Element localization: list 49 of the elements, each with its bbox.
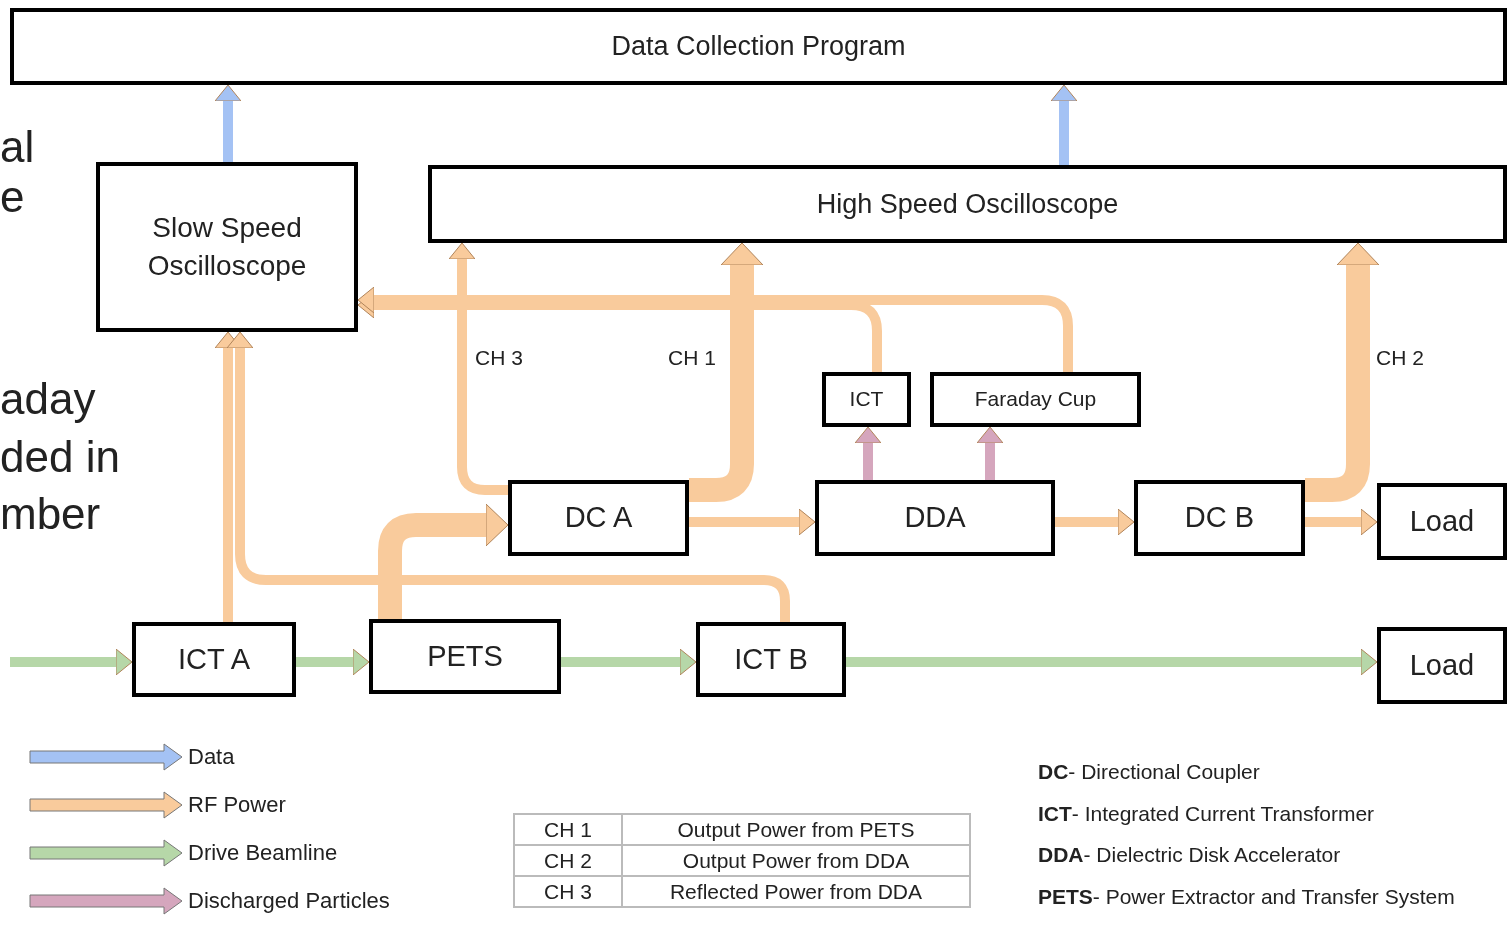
abbreviation-note: PETS- Power Extractor and Transfer System <box>1038 884 1456 910</box>
arrow <box>1305 242 1380 502</box>
abbreviation-note: ICT- Integrated Current Transformer <box>1038 801 1376 827</box>
arrow <box>689 508 816 536</box>
arrow <box>10 648 133 676</box>
block-box: ICT <box>822 372 911 427</box>
arrow <box>357 286 1073 372</box>
edge-label: CH 3 <box>475 346 523 370</box>
block-box: Faraday Cup <box>930 372 1141 427</box>
cut-off-text: aday <box>0 374 96 424</box>
legend-label: Drive Beamline <box>188 840 338 866</box>
legend-label: RF Power <box>188 792 286 818</box>
program-box: Data Collection Program <box>10 8 1507 85</box>
oscilloscope-box: Slow Speed Oscilloscope <box>96 162 358 332</box>
block-box: PETS <box>369 619 561 694</box>
block-box: DC B <box>1134 480 1305 556</box>
cut-off-text: ded in <box>0 432 120 482</box>
oscilloscope-box: High Speed Oscilloscope <box>428 165 1507 243</box>
table-cell: CH 1 <box>514 814 622 845</box>
cut-off-text: al <box>0 122 35 172</box>
block-box: ICT B <box>696 622 846 697</box>
abbreviation-note: DC- Directional Coupler <box>1038 759 1261 785</box>
arrow <box>689 242 764 502</box>
arrow <box>561 648 697 676</box>
cut-off-text: e <box>0 172 25 222</box>
legend-label: Data <box>188 744 235 770</box>
arrow <box>1305 508 1378 536</box>
table-cell: Output Power from PETS <box>622 814 970 845</box>
block-box: DDA <box>815 480 1055 556</box>
arrow <box>214 84 242 162</box>
table-cell: Output Power from DDA <box>622 845 970 876</box>
arrow <box>854 426 882 480</box>
block-box: ICT A <box>132 622 296 697</box>
block-box: DC A <box>508 480 689 556</box>
edge-label: CH 1 <box>668 346 716 370</box>
arrow <box>296 648 370 676</box>
abbreviation-note: DDA- Dielectric Disk Accelerator <box>1038 842 1342 868</box>
block-box: Load <box>1377 627 1507 704</box>
cut-off-text: mber <box>0 489 101 539</box>
table-cell: CH 2 <box>514 845 622 876</box>
block-box: Load <box>1377 483 1507 560</box>
edge-label: CH 2 <box>1376 346 1424 370</box>
table-cell: Reflected Power from DDA <box>622 876 970 907</box>
arrow <box>846 648 1378 676</box>
arrow <box>1050 84 1078 165</box>
arrow <box>976 426 1004 480</box>
table-cell: CH 3 <box>514 876 622 907</box>
arrow <box>1055 508 1135 536</box>
legend-label: Discharged Particles <box>188 888 390 914</box>
